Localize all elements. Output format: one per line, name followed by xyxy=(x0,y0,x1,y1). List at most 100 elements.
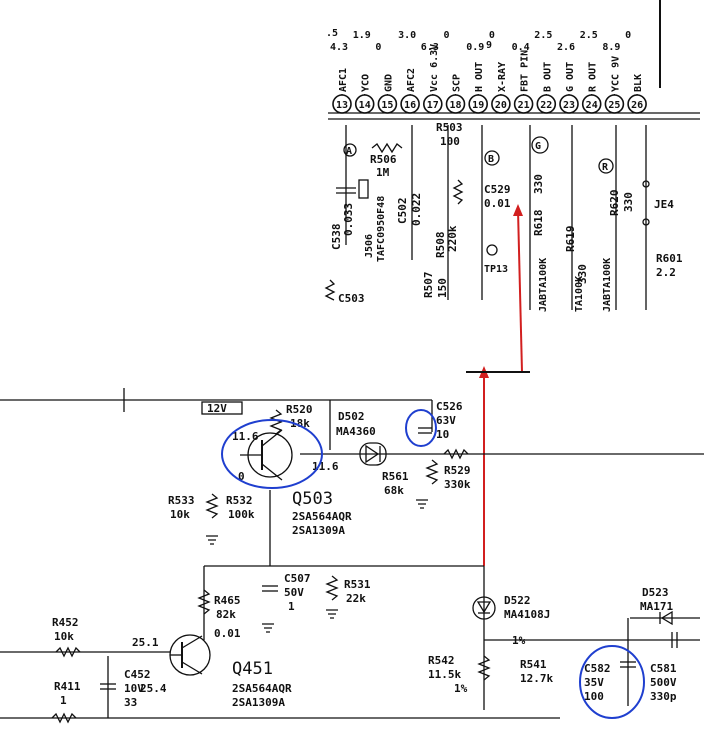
r506-label: R506 xyxy=(370,153,397,166)
c538-value: 0.033 xyxy=(342,203,355,236)
c529-label: C529 xyxy=(484,183,511,196)
c503-resistor xyxy=(324,279,336,301)
r533-value: 10k xyxy=(170,508,190,521)
q451-part-1: 2SA564AQR xyxy=(232,682,292,695)
pin-name: GND xyxy=(383,74,394,92)
pin-voltage: 2.5 xyxy=(534,30,552,41)
q503-v-base: 11.6 xyxy=(232,430,259,443)
pin-name: X-RAY xyxy=(497,62,508,92)
side-label-1: JABTA100K xyxy=(538,258,549,312)
r411-value: 1 xyxy=(60,694,67,707)
d502-label: D502 xyxy=(338,410,365,423)
r561-resistor xyxy=(425,459,439,485)
side-label-3: JABTA100K xyxy=(602,258,613,312)
c581-v1: 500V xyxy=(650,676,677,689)
r520-label: R520 xyxy=(286,403,313,416)
c526-v1: 63V xyxy=(436,414,456,427)
c582-label: C582 xyxy=(584,662,611,675)
r529-value: 330k xyxy=(444,478,471,491)
pin-number: 22 xyxy=(540,100,552,111)
pin-number: 25 xyxy=(608,100,620,111)
d502-part: MA4360 xyxy=(336,425,376,438)
pin-voltage: 0 xyxy=(625,30,631,41)
pin-name: YCO xyxy=(361,74,372,92)
pin-name: Vcc 6.3V xyxy=(429,44,440,92)
c529-value: 0.01 xyxy=(484,197,511,210)
r452-resistor xyxy=(55,646,81,658)
pin-name: AFC2 xyxy=(406,68,417,92)
pin-voltage: 1.9 xyxy=(353,30,371,41)
je4-bottom-node xyxy=(642,218,650,226)
pin-name: R OUT xyxy=(588,62,599,92)
r529-label: R529 xyxy=(444,464,471,477)
pin-voltage: 3.0 xyxy=(398,30,416,41)
q503-part-1: 2SA564AQR xyxy=(292,510,352,523)
pin-name: BLK xyxy=(633,74,644,92)
d523-label: D523 xyxy=(642,586,669,599)
r520-resistor xyxy=(269,409,283,435)
q503-part-2: 2SA1309A xyxy=(292,524,345,537)
q503-highlight xyxy=(221,419,323,489)
pin-voltage: 0 xyxy=(444,30,450,41)
c526-v2: 10 xyxy=(436,428,449,441)
r507-value: 150 xyxy=(436,278,449,298)
pin-voltage: 0 xyxy=(489,30,495,41)
r452-value: 10k xyxy=(54,630,74,643)
r452-label: R452 xyxy=(52,616,79,629)
c503-label: C503 xyxy=(338,292,365,305)
r465-resistor xyxy=(197,589,211,615)
r506-value: 1M xyxy=(376,166,390,179)
r532-label: R532 xyxy=(226,494,253,507)
d502-diode xyxy=(365,444,380,464)
d523-part: MA171 xyxy=(640,600,673,613)
pin-voltage: 8.9 xyxy=(602,42,620,53)
c502-label: C502 xyxy=(396,198,409,225)
r465-value: 82k xyxy=(216,608,236,621)
pin-number: 24 xyxy=(586,100,598,111)
marker-r-circle xyxy=(598,158,614,174)
r542-label: R542 xyxy=(428,654,455,667)
r561-label: R561 xyxy=(382,470,409,483)
pin-number: 18 xyxy=(449,100,461,111)
r532-value: 100k xyxy=(228,508,255,521)
blue-annotations xyxy=(221,409,645,719)
pin-voltage: 9 xyxy=(486,40,492,51)
c581-label: C581 xyxy=(650,662,677,675)
c582-highlight xyxy=(579,645,645,719)
c452-v2: 33 xyxy=(124,696,137,709)
tag-12v: 12V xyxy=(207,402,227,415)
v-001: 0.01 xyxy=(214,627,241,640)
c582-v2: 100 xyxy=(584,690,604,703)
pin-name: SCP xyxy=(452,74,463,92)
r619-label: R619 xyxy=(564,226,577,253)
pin-voltage: 2.6 xyxy=(557,42,575,53)
c452-v1: 10V xyxy=(124,682,144,695)
r533-resistor xyxy=(205,493,219,519)
marker-b-circle xyxy=(484,150,500,166)
marker-r-label: R xyxy=(602,162,609,173)
r618-value: 330 xyxy=(532,174,545,194)
r506-resistor xyxy=(371,142,403,154)
pin-name: YCC 9V xyxy=(610,56,621,92)
je4-top-node xyxy=(642,180,650,188)
q451-v-base: 25.1 xyxy=(132,636,159,649)
d523-diode xyxy=(660,610,673,626)
pin-voltage: 0 xyxy=(375,42,381,53)
r529-resistor xyxy=(443,448,469,460)
q503-v-emitter: 11.6 xyxy=(312,460,339,473)
c507-v1: 50V xyxy=(284,586,304,599)
d522-label: D522 xyxy=(504,594,531,607)
c526-highlight xyxy=(405,409,437,447)
q451-v-emitter: 25.4 xyxy=(140,682,167,695)
pin-number: 21 xyxy=(518,100,530,111)
c507-v2: 1 xyxy=(288,600,295,613)
d522-part: MA4108J xyxy=(504,608,550,621)
r620-value: 330 xyxy=(622,192,635,212)
pin-number: 20 xyxy=(495,100,507,111)
marker-a-label: A xyxy=(346,146,352,157)
crystal-part: TAFC0950F48 xyxy=(376,196,387,262)
tp13-label: TP13 xyxy=(484,264,508,275)
red-annotation xyxy=(466,204,530,566)
